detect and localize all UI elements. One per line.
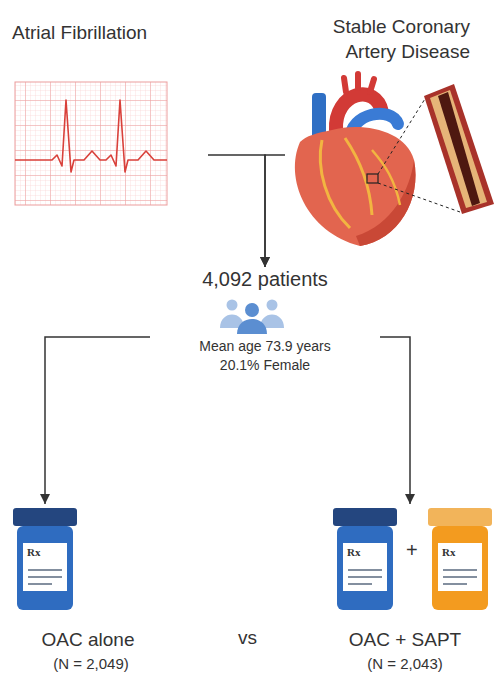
diagram-node: Atrial Fibrillation (12, 22, 208, 210)
connector-arrow (208, 155, 265, 267)
coronary-artery (345, 138, 372, 215)
label-lines (28, 570, 62, 584)
patient-stats: Mean age 73.9 years 20.1% Female (190, 337, 340, 375)
bottle-cap (13, 508, 77, 526)
ecg-strip (15, 82, 167, 205)
label-lines (443, 570, 477, 584)
diagram-node: Stable Coronary Artery Disease (285, 15, 492, 247)
person-head (245, 303, 259, 317)
people-icon (220, 300, 284, 335)
artery-wall (424, 84, 494, 214)
condition-title: Stable Coronary Artery Disease (320, 15, 470, 64)
rx-mark: Rx (442, 546, 455, 558)
bottle-body (432, 526, 488, 610)
zoom-box (367, 174, 378, 183)
arm-count: (N = 2,049) (10, 655, 172, 672)
rx-mark: Rx (27, 546, 40, 558)
connector-arrow (45, 337, 150, 504)
heart-shade (356, 160, 416, 246)
artery-lumen (438, 92, 480, 206)
aortic-branches (344, 74, 374, 92)
ecg-grid (15, 82, 167, 205)
connector-arrow (265, 155, 285, 267)
pill-bottle (333, 508, 397, 610)
comparison-word: vs (238, 627, 257, 649)
arm-count: (N = 2,043) (310, 655, 500, 672)
artery-plaque (430, 90, 487, 208)
bottle-cap (428, 508, 492, 526)
bottle-cap (333, 508, 397, 526)
ecg-trace (15, 100, 167, 172)
person-head (227, 300, 238, 311)
bottle-label (438, 543, 482, 591)
patient-count: 4,092 patients (150, 268, 380, 291)
heart-illustration (295, 74, 494, 246)
person-body (237, 319, 267, 334)
pill-bottle (428, 508, 492, 610)
bottle-label (23, 543, 67, 591)
rx-mark: Rx (347, 546, 360, 558)
bottle-label (343, 543, 387, 591)
label-lines (348, 570, 382, 584)
person-head (267, 300, 278, 311)
connector-arrow (380, 337, 410, 504)
arm-name: OAC + SAPT (310, 629, 500, 651)
plus-sign: + (406, 539, 418, 562)
bottle-body (337, 526, 393, 610)
diagram-node: 4,092 patientsMean age 73.9 years 20.1% … (150, 268, 380, 375)
diagram-node: OAC alone(N = 2,049) (10, 505, 172, 672)
arm-name: OAC alone (4, 629, 172, 651)
coronary-artery (320, 140, 350, 228)
condition-title: Atrial Fibrillation (12, 22, 208, 44)
heart-body (295, 127, 416, 246)
pill-bottle (13, 508, 77, 610)
diagram-node: OAC + SAPT (N = 2,043) (310, 505, 500, 672)
bottle-body (17, 526, 73, 610)
coronary-artery (372, 150, 400, 205)
